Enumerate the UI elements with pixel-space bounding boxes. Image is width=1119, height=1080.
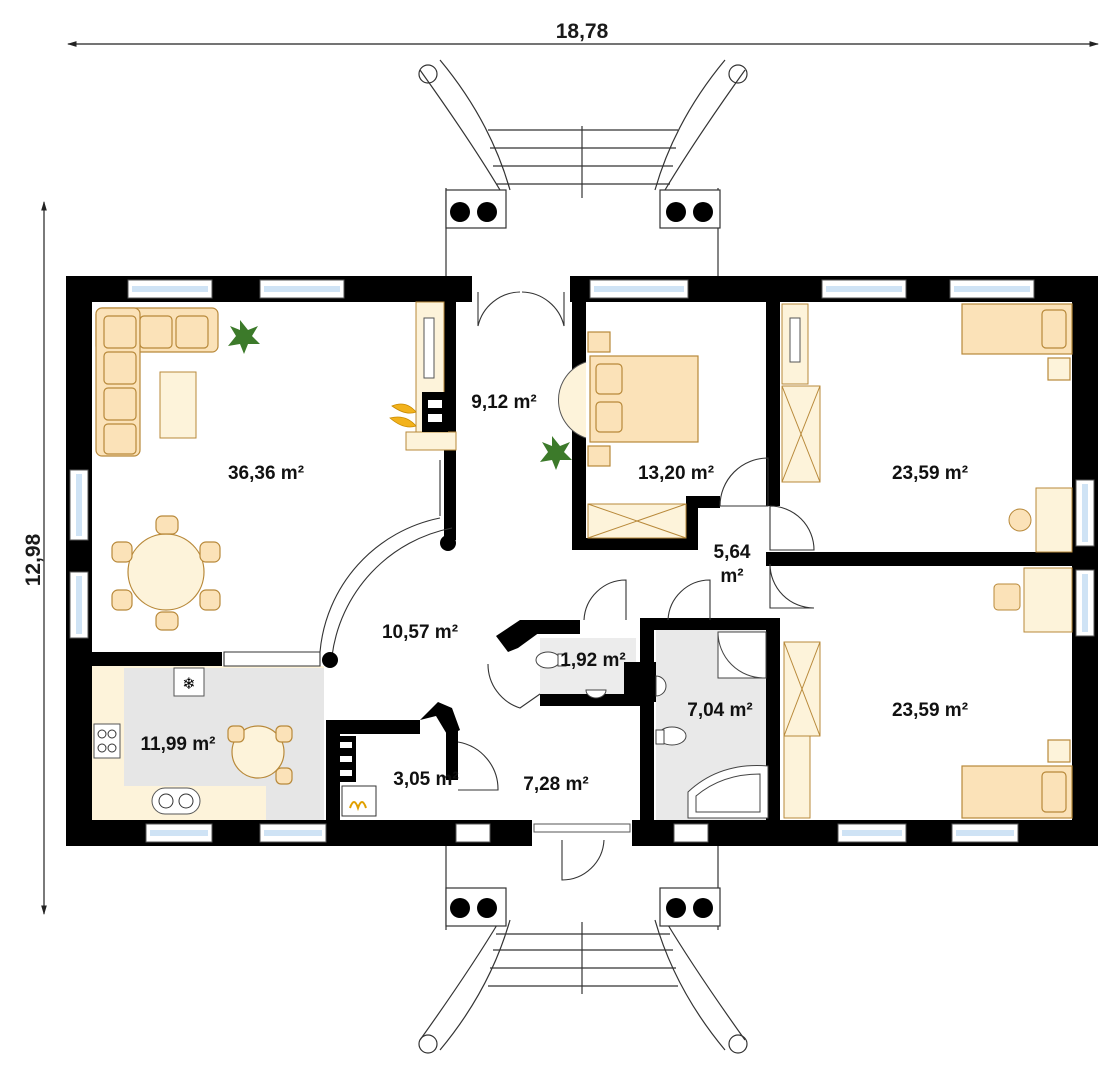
single-bed (961, 303, 1073, 381)
area-label-bedroom-south: 23,59 m² (892, 700, 968, 721)
column-icon (450, 202, 470, 222)
area-label-vestibule: 7,28 m² (523, 774, 588, 795)
wc-fixtures (535, 651, 607, 699)
back-terrace (418, 846, 748, 1054)
area-label-hall: 9,12 m² (471, 392, 536, 413)
column-icon (477, 202, 497, 222)
desk (1008, 487, 1073, 553)
area-label-corridor-unit: m² (720, 566, 743, 587)
area-label-central-hall: 10,57 m² (382, 622, 458, 643)
fridge-icon: ❄ (182, 674, 195, 693)
wardrobe (781, 303, 821, 483)
bay-window (557, 361, 587, 439)
area-label-wc: 1,92 m² (560, 650, 625, 671)
interior-walls (92, 300, 1072, 820)
plant-icon (540, 436, 572, 470)
front-terrace (418, 59, 748, 276)
kitchen-island (124, 668, 324, 786)
column-icon (666, 202, 686, 222)
column-icon (440, 535, 456, 551)
boiler (336, 736, 377, 817)
area-label-bathroom: 7,04 m² (687, 700, 752, 721)
single-bed (961, 739, 1073, 819)
area-label-boiler-room: 3,05 m² (393, 769, 458, 790)
wardrobe (783, 641, 821, 819)
column-icon (322, 652, 338, 668)
plant-icon (228, 320, 260, 354)
double-bed (587, 331, 699, 467)
fireplace (389, 301, 457, 451)
door-swings (223, 291, 815, 881)
wardrobe (587, 503, 687, 539)
column-icon (450, 898, 470, 918)
column-icon (693, 898, 713, 918)
area-label-kitchen: 11,99 m² (141, 734, 216, 755)
width-dimension: 18,78 (67, 20, 1099, 47)
column-icon (477, 898, 497, 918)
column-icon (693, 202, 713, 222)
room-labels: 36,36 m² 9,12 m² 13,20 m² 23,59 m² 5,64 … (141, 392, 969, 795)
area-label-corridor: 5,64 (714, 542, 751, 563)
window-glass (76, 286, 1088, 836)
bathroom-fixtures (655, 631, 769, 819)
width-dimension-label: 18,78 (556, 20, 609, 43)
area-label-living-room: 36,36 m² (228, 463, 304, 484)
kitchen-table (227, 725, 293, 785)
area-label-bedroom-north: 23,59 m² (892, 463, 968, 484)
column-icon (666, 898, 686, 918)
sofa (95, 307, 219, 457)
dining-table (111, 515, 221, 631)
kitchen-fixtures: ❄ (93, 667, 205, 815)
kitchen-tile-strip (266, 780, 324, 820)
area-label-bedroom-main: 13,20 m² (638, 463, 714, 484)
height-dimension: 12,98 (22, 201, 47, 915)
height-dimension-label: 12,98 (22, 533, 45, 586)
desk (993, 567, 1073, 633)
coffee-table (159, 371, 197, 439)
